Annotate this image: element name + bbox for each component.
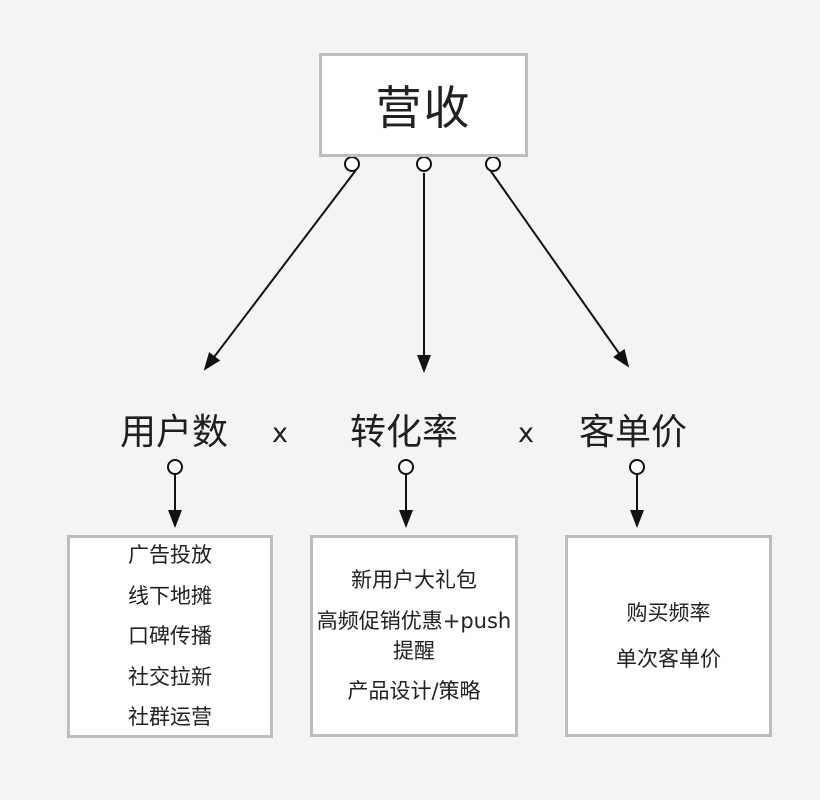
factor-label-conversion: 转化率	[349, 412, 459, 453]
tactic-item: 新用户大礼包	[351, 568, 477, 593]
factor-label-price: 客单价	[578, 412, 688, 453]
node-revenue: 营收	[319, 53, 528, 157]
node-users-tactics: 广告投放 线下地摊 口碑传播 社交拉新 社群运营	[67, 535, 273, 738]
port-price	[629, 459, 645, 475]
tactic-item: 社交拉新	[128, 664, 212, 689]
tactic-item: 高频促销优惠+push提醒	[316, 608, 512, 663]
tactic-item: 广告投放	[128, 543, 212, 568]
node-conversion-tactics: 新用户大礼包 高频促销优惠+push提醒 产品设计/策略	[310, 535, 518, 737]
arrow-root-to-users	[203, 169, 357, 371]
factor-label-users: 用户数	[119, 412, 229, 453]
port-root-left	[344, 156, 360, 172]
multiply-operator-1: x	[272, 418, 288, 449]
arrow-root-to-price	[489, 169, 630, 368]
tactic-item: 线下地摊	[128, 583, 212, 608]
tactic-item: 社群运营	[128, 705, 212, 730]
port-root-right	[485, 156, 501, 172]
node-price-tactics: 购买频率 单次客单价	[565, 535, 772, 737]
node-revenue-label: 营收	[375, 81, 472, 135]
tactic-item: 口碑传播	[128, 624, 212, 649]
port-users	[167, 459, 183, 475]
port-conversion	[398, 459, 414, 475]
port-root-center	[416, 156, 432, 172]
tactic-item: 单次客单价	[616, 647, 721, 671]
multiply-operator-2: x	[518, 418, 534, 449]
tactic-item: 产品设计/策略	[347, 679, 481, 704]
tactic-item: 购买频率	[626, 600, 711, 625]
